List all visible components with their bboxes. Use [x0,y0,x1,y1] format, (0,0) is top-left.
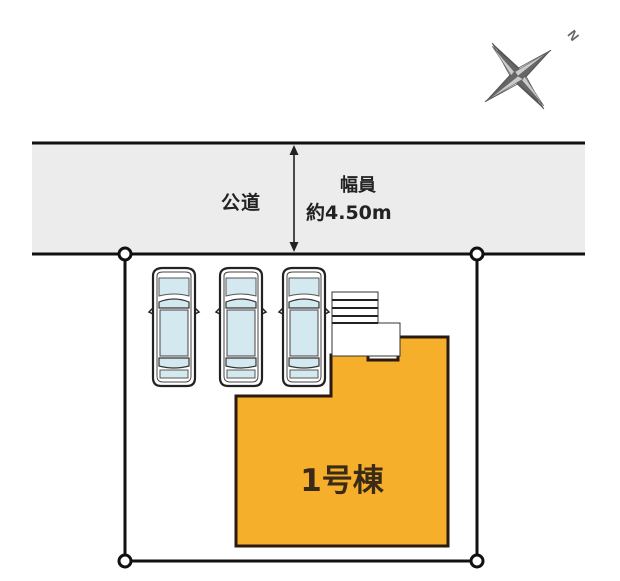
building-footprint [234,335,450,548]
parked-car-1 [147,266,201,388]
compass-north-label: N [564,27,582,44]
road-width-value: 約4.50m [306,202,392,224]
building-label: 1号棟 [300,463,384,499]
road-width-title: 幅員 [340,175,376,196]
road [32,141,585,256]
compass-rose-icon: N [484,27,582,110]
entrance-stairs [331,291,401,357]
road-width-arrow [289,145,299,252]
lot-boundary [123,254,479,563]
parked-car-2 [214,266,268,388]
lot-corner-markers [117,246,485,569]
road-name-label: 公道 [221,192,262,214]
parked-car-3 [277,266,331,388]
